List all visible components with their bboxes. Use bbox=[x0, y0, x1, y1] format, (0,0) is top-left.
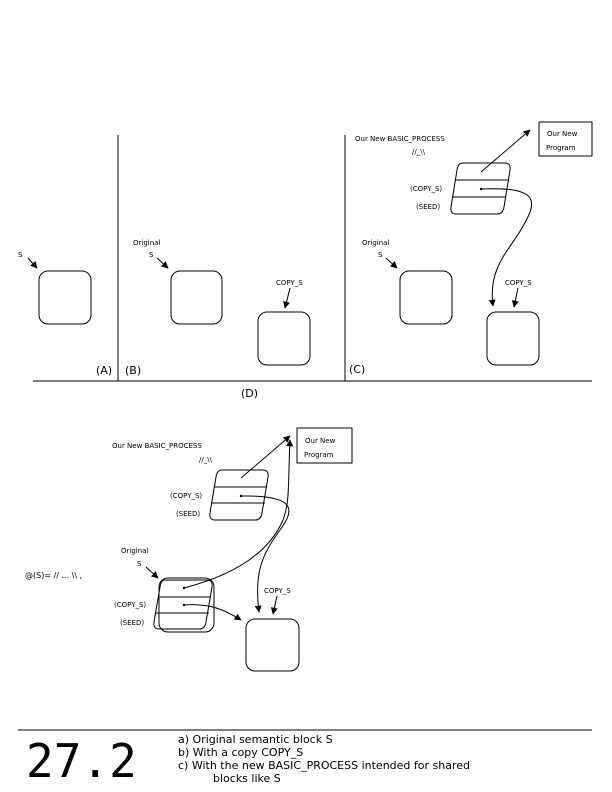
process-block-c bbox=[450, 162, 511, 215]
arrow-copy-c bbox=[511, 287, 519, 308]
arrow-copy-b bbox=[283, 287, 291, 309]
label-seed-field-d: (SEED) bbox=[176, 510, 200, 518]
arrow-copy-d bbox=[270, 595, 278, 615]
label-our-new-c: Our New BASIC_PROCESS bbox=[355, 135, 445, 143]
process-block-d bbox=[209, 469, 269, 521]
block-s-outer-d bbox=[158, 577, 215, 633]
arrow-copy-to-block-d bbox=[240, 495, 290, 613]
label-expression-d: @(S)= // ... \\ , bbox=[25, 571, 82, 580]
program-label-2-c: Program bbox=[546, 144, 576, 152]
label-seed-field-c: (SEED) bbox=[416, 203, 440, 211]
arrow-inner-copy-d bbox=[183, 604, 242, 621]
program-label-1-d: Our New bbox=[305, 437, 336, 445]
process-block-inner-d bbox=[153, 579, 213, 630]
block-copy-s-b bbox=[257, 311, 311, 366]
label-s-b: S bbox=[149, 251, 154, 259]
arrow-s-d bbox=[145, 566, 159, 579]
label-copy-s-d: COPY_S bbox=[264, 587, 291, 595]
panel-label-d: (D) bbox=[241, 387, 258, 400]
label-s-c: S bbox=[378, 251, 383, 259]
label-original-c: Original bbox=[362, 239, 389, 247]
label-copy-s-c: COPY_S bbox=[505, 279, 532, 287]
label-slashes-c: //_\\ bbox=[412, 148, 426, 156]
label-seed-inner-d: (SEED) bbox=[120, 619, 144, 627]
block-copy-s-c bbox=[486, 311, 540, 366]
label-original-d: Original bbox=[121, 547, 148, 555]
label-s-a: S bbox=[18, 251, 23, 259]
program-box-c bbox=[538, 121, 593, 157]
panel-label-a: (A) bbox=[96, 364, 112, 377]
arrow-to-program-c bbox=[480, 129, 531, 173]
caption-item-c-line1: c) With the new BASIC_PROCESS intended f… bbox=[178, 759, 470, 772]
label-copy-s-field-d: (COPY_S) bbox=[170, 492, 202, 500]
block-s-b bbox=[170, 270, 223, 325]
label-copy-s-inner-d: (COPY_S) bbox=[114, 601, 146, 609]
label-copy-s-field-c: (COPY_S) bbox=[410, 185, 442, 193]
label-our-new-d: Our New BASIC_PROCESS bbox=[112, 442, 202, 450]
block-copy-s-d bbox=[245, 618, 300, 672]
caption-item-b: b) With a copy COPY_S bbox=[178, 746, 303, 759]
arrow-to-program-d bbox=[240, 435, 291, 479]
arrow-inner-to-program-d bbox=[183, 439, 294, 589]
label-slashes-d: //_\\ bbox=[199, 456, 213, 464]
caption-item-a: a) Original semantic block S bbox=[178, 733, 333, 746]
arrow-s-b bbox=[156, 257, 169, 269]
program-label-1-c: Our New bbox=[547, 130, 578, 138]
label-s-d: S bbox=[137, 560, 142, 568]
panel-label-c: (C) bbox=[349, 363, 365, 376]
figure-number: 27.2 bbox=[26, 734, 137, 788]
arrow-copy-to-block-c bbox=[480, 188, 533, 307]
label-copy-s-b: COPY_S bbox=[276, 279, 303, 287]
caption-item-c-line2: blocks like S bbox=[213, 772, 281, 785]
program-label-2-d: Program bbox=[304, 451, 334, 459]
label-original-b: Original bbox=[133, 239, 160, 247]
block-s-c bbox=[399, 270, 453, 325]
block-s-a bbox=[38, 270, 92, 325]
program-box-d bbox=[296, 427, 353, 464]
arrow-s-c bbox=[385, 257, 398, 269]
arrow-s-a bbox=[27, 257, 38, 269]
panel-label-b: (B) bbox=[125, 364, 141, 377]
